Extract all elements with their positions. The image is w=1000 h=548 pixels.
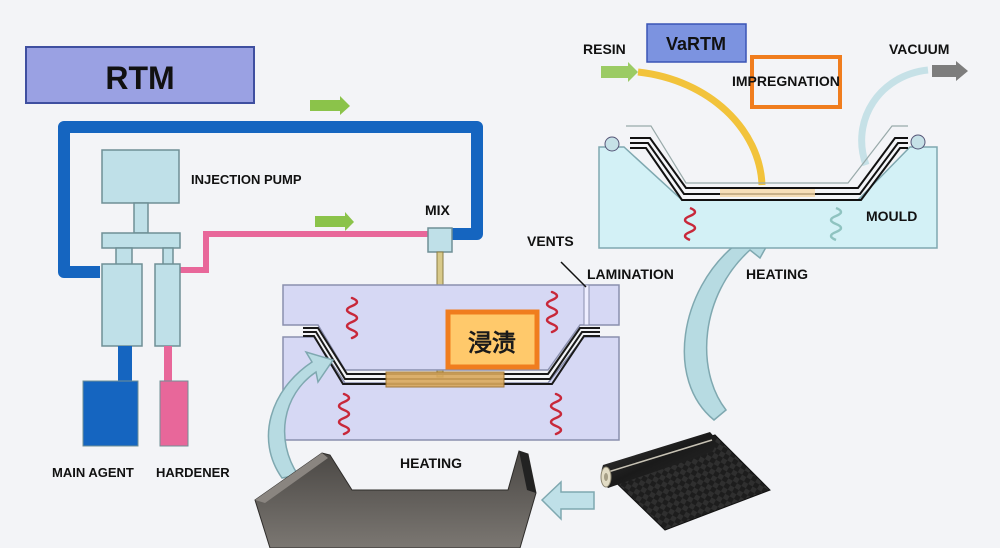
rtm-title: RTM: [105, 60, 174, 96]
hardener-tank: [159, 380, 189, 447]
lamination-label: LAMINATION: [587, 266, 674, 282]
impregnation-box: [750, 55, 842, 109]
heat-coil-icon: [337, 392, 351, 436]
injection-pump-label: INJECTION PUMP: [191, 172, 302, 187]
process-flow-arrow-icon: [683, 220, 782, 421]
vacuum-tube: [858, 66, 929, 167]
flow-arrow-icon: [310, 96, 350, 115]
hardener-line: [178, 231, 430, 273]
heat-coil-icon: [345, 296, 359, 340]
mix-label: MIX: [425, 202, 451, 218]
heat-coil-icon: [545, 290, 559, 334]
heat-coil-icon: [549, 392, 563, 436]
mix-block: [427, 227, 453, 253]
carbon-fiber-roll: [600, 432, 771, 531]
injection-pump: [101, 149, 181, 347]
vartm-title: VaRTM: [666, 34, 726, 54]
main-agent-line: [58, 121, 483, 278]
flow-arrow-icon: [315, 212, 354, 231]
vartm-heating-label: HEATING: [746, 266, 808, 282]
left-arrow-icon: [540, 480, 595, 521]
impregnation-label: IMPREGNATION: [732, 73, 840, 89]
rtm-heating-label: HEATING: [400, 455, 462, 471]
mould-label: MOULD: [866, 208, 917, 224]
cooling-coil-icon: [829, 206, 843, 242]
main-agent-tank: [82, 380, 139, 447]
vacuum-outlet-arrow-icon: [932, 61, 968, 81]
main-agent-label: MAIN AGENT: [52, 465, 134, 480]
resin-tube: [637, 68, 766, 186]
vartm-title-box: VaRTM: [646, 23, 747, 63]
hardener-label: HARDENER: [156, 465, 230, 480]
process-flow-arrow-icon: [267, 350, 335, 479]
vacuum-label: VACUUM: [889, 41, 949, 57]
resin-label: RESIN: [583, 41, 626, 57]
resin-inlet-arrow-icon: [601, 62, 638, 82]
impregnation-cn-box: 浸渍: [445, 309, 540, 370]
rtm-title-box: RTM: [25, 46, 255, 104]
main-agent-feed: [118, 346, 132, 382]
vents-label: VENTS: [527, 233, 574, 249]
impregnation-cn-label: 浸渍: [468, 329, 516, 357]
hardener-feed: [164, 346, 172, 382]
formed-carbon-part: [254, 450, 537, 548]
heat-coil-icon: [683, 206, 697, 242]
vartm-mould: [598, 125, 938, 249]
